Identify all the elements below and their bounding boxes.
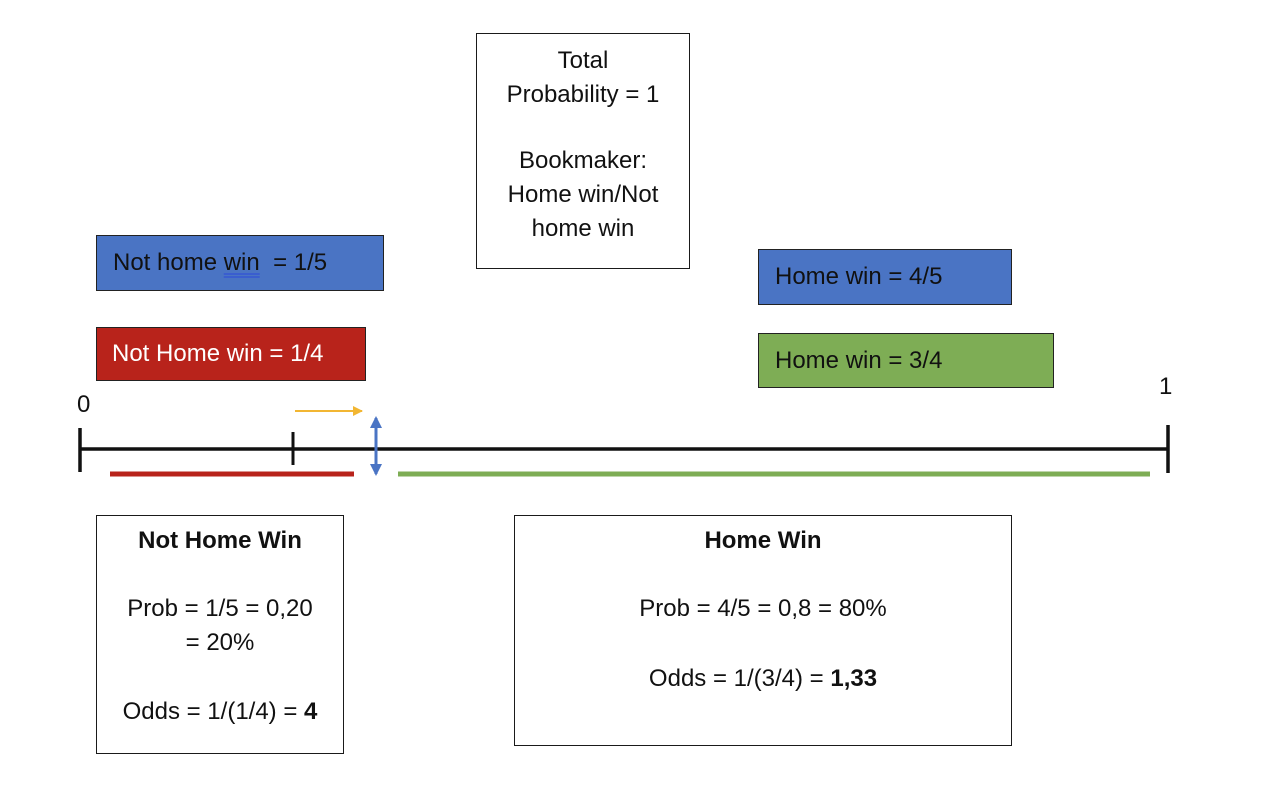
not-home-win-box: Not Home Win Prob = 1/5 = 0,20 = 20% Odd… (96, 515, 344, 754)
total-line-2: Probability = 1 (506, 81, 660, 108)
not-home-win-red-tag: Not Home win = 1/4 (96, 327, 366, 381)
home-odds-prefix: Odds = 1/(3/4) = (648, 665, 831, 692)
axis-end-label: 1 (1159, 373, 1173, 400)
axis-start-label: 0 (77, 391, 91, 418)
not-home-odds-prefix: Odds = 1/(1/4) = (122, 698, 305, 725)
bookmaker-line-1: Bookmaker: (518, 147, 648, 174)
home-win-blue-tag: Home win = 4/5 (758, 249, 1012, 305)
not-home-odds-value: 4 (304, 698, 318, 725)
not-home-prob-line-1: Prob = 1/5 = 0,20 (127, 595, 313, 622)
home-win-title: Home Win (704, 527, 822, 554)
blue-tag-suffix: = 1/5 (259, 249, 328, 276)
not-home-win-title: Not Home Win (138, 527, 302, 554)
blue-tag-underlined: win (223, 249, 260, 276)
home-win-box: Home Win Prob = 4/5 = 0,8 = 80% Odds = 1… (514, 515, 1012, 746)
total-probability-box: Total Probability = 1 Bookmaker: Home wi… (476, 33, 690, 269)
home-prob-line: Prob = 4/5 = 0,8 = 80% (639, 595, 887, 622)
bookmaker-line-2: Home win/Not (507, 181, 659, 208)
not-home-prob-line-2: = 20% (185, 629, 255, 656)
home-odds-line: Odds = 1/(3/4) = 1,33 (515, 662, 1011, 696)
total-line-1: Total (557, 47, 609, 74)
blue-tag-prefix: Not home (113, 249, 224, 276)
not-home-odds-line: Odds = 1/(1/4) = 4 (97, 695, 343, 729)
not-home-win-blue-tag: Not home win = 1/5 (96, 235, 384, 291)
home-blue-tag-label: Home win = 4/5 (775, 263, 943, 290)
bookmaker-line-3: home win (531, 215, 635, 242)
home-odds-value: 1,33 (830, 665, 878, 692)
home-win-green-tag: Home win = 3/4 (758, 333, 1054, 388)
home-green-tag-label: Home win = 3/4 (775, 346, 943, 374)
red-tag-label: Not Home win = 1/4 (112, 340, 324, 367)
